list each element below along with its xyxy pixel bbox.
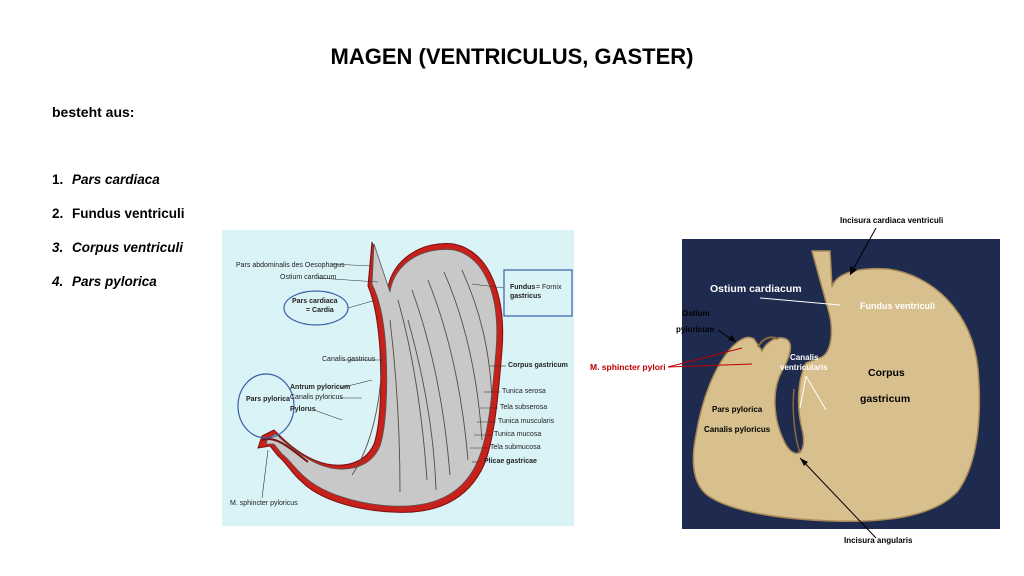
label-gastricus: gastricus: [510, 293, 542, 300]
label-canalis-gastricus: Canalis gastricus: [322, 356, 376, 363]
photo-label-incisura-angularis: Incisura angularis: [844, 536, 913, 545]
photo-label-ostium: Ostium: [682, 309, 710, 318]
list-label: Corpus ventriculi: [72, 240, 184, 255]
label-ostium-cardiacum: Ostium cardiacum: [280, 274, 337, 281]
page-title: MAGEN (VENTRICULUS, GASTER): [330, 44, 694, 69]
photo-label-canalis-pyloricus: Canalis pyloricus: [704, 425, 771, 434]
list-label: Pars pylorica: [72, 274, 157, 289]
label-fundus: Fundus: [510, 284, 536, 291]
label-m-sphincter-pyloricus: M. sphincter pyloricus: [230, 500, 298, 507]
photo-label-incisura-cardiaca: Incisura cardiaca ventriculi: [840, 216, 944, 225]
label-corpus-gastricum: Corpus gastricum: [508, 362, 568, 369]
photo-label-pars-pylorica: Pars pylorica: [712, 405, 763, 414]
list-item: 2. Fundus ventriculi: [52, 206, 185, 240]
photo-label-fundus-ventriculi: Fundus ventriculi: [860, 301, 936, 311]
label-pars-pylorica: Pars pylorica: [246, 396, 290, 403]
photo-label-ventricularis: ventricularis: [780, 363, 828, 372]
photo-label-m-sphincter-pylori: M. sphincter pylori: [590, 362, 666, 372]
stomach-specimen-drawing: [692, 250, 981, 523]
label-fornix: = Fornix: [536, 284, 562, 291]
label-canalis-pyloricus: Canalis pyloricus: [290, 394, 343, 401]
label-tunica-serosa: Tunica serosa: [502, 388, 546, 395]
list-number: 2.: [52, 206, 64, 221]
list-number: 4.: [52, 274, 64, 289]
fundus-box: [503, 269, 573, 317]
list-number: 3.: [52, 240, 64, 255]
stomach-diagram-drawing: [237, 241, 573, 513]
stomach-photo: Ostium cardiacum Fundus ventriculi Canal…: [682, 239, 1000, 529]
parts-list: 1. Pars cardiaca 2. Fundus ventriculi 3. Co…: [52, 172, 185, 308]
list-item: 4. Pars pylorica: [52, 274, 185, 308]
list-item: 3. Corpus ventriculi: [52, 240, 185, 274]
label-antrum-pyloricum: Antrum pyloricum: [290, 384, 351, 391]
list-item: 1. Pars cardiaca: [52, 172, 185, 206]
label-plicae-gastricae: Plicae gastricae: [484, 458, 537, 465]
stomach-diagram: Pars abdominalis des Oesophagus Ostium c…: [222, 230, 574, 526]
list-label: Fundus ventriculi: [72, 206, 185, 221]
label-tela-submucosa: Tela submucosa: [490, 444, 541, 451]
list-number: 1.: [52, 172, 64, 187]
photo-label-pyloricum: pyloricum: [676, 325, 715, 334]
plicae-lines: [351, 269, 493, 493]
subtitle: besteht aus:: [52, 104, 135, 120]
photo-label-ostium-cardiacum: Ostium cardiacum: [710, 283, 802, 295]
pars-pylorica-ellipse: [237, 373, 295, 439]
photo-label-corpus: Corpus: [868, 367, 905, 379]
label-pars-cardiaca: Pars cardiaca: [292, 298, 338, 305]
label-pars-abdominalis: Pars abdominalis des Oesophagus: [236, 262, 345, 269]
label-tunica-mucosa: Tunica mucosa: [494, 431, 542, 438]
photo-label-canalis: Canalis: [790, 353, 819, 362]
label-tela-subserosa: Tela subserosa: [500, 404, 548, 411]
label-tunica-muscularis: Tunica muscularis: [498, 418, 555, 425]
photo-label-gastricum: gastricum: [860, 393, 911, 405]
list-label: Pars cardiaca: [72, 172, 160, 187]
label-cardia: = Cardia: [306, 307, 334, 314]
label-pylorus: Pylorus: [290, 406, 316, 413]
